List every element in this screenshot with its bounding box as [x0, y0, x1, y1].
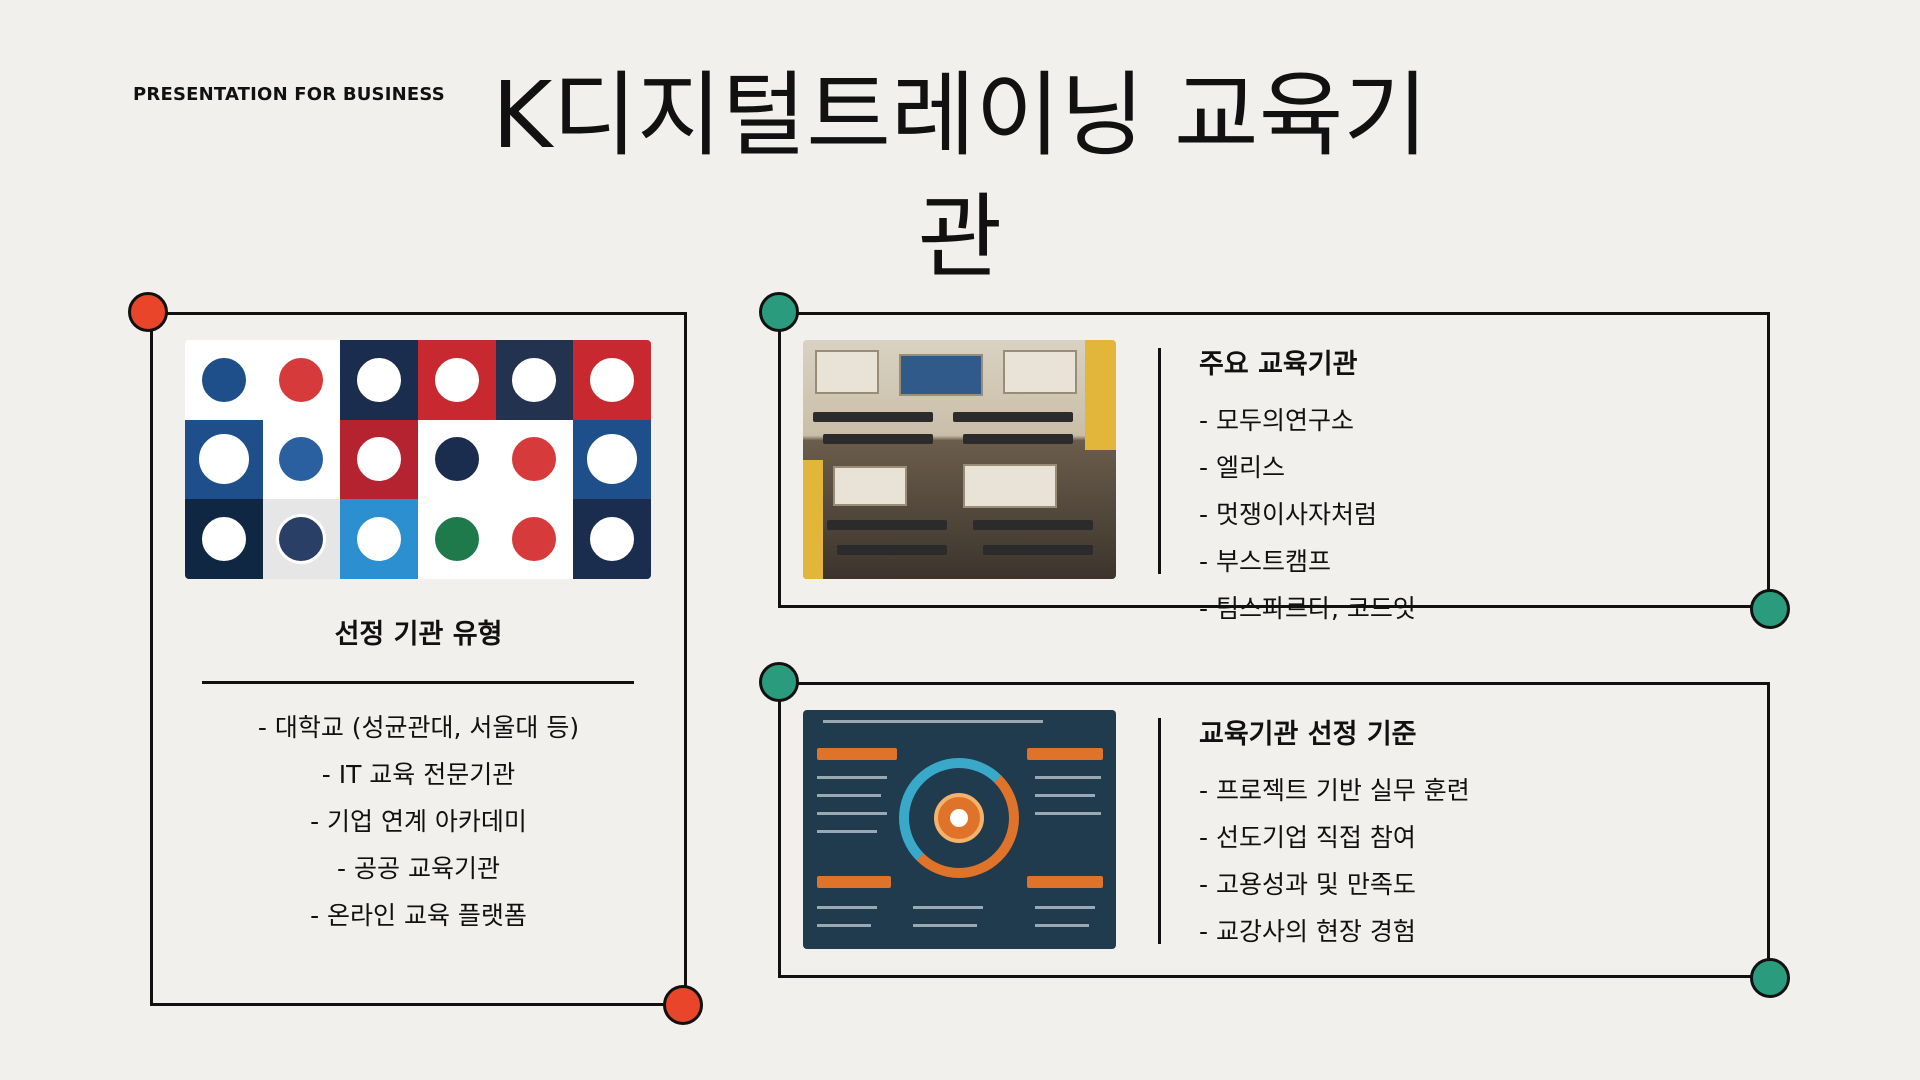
list-item: - 기업 연계 아카데미	[310, 807, 527, 836]
left-card-heading: 선정 기관 유형	[334, 619, 503, 650]
bottom-right-card-top-dot	[759, 662, 799, 702]
top-right-separator	[1158, 348, 1161, 574]
top-right-card-frame	[778, 312, 1770, 608]
list-item: - 팀스파르타, 코드잇	[1199, 594, 1416, 623]
left-card-divider	[202, 681, 634, 684]
left-card-list: - 대학교 (성균관대, 서울대 등) - IT 교육 전문기관 - 기업 연계…	[150, 704, 687, 939]
bottom-right-separator	[1158, 718, 1161, 944]
list-item: - 엘리스	[1199, 453, 1285, 482]
list-item: - 고용성과 및 만족도	[1199, 870, 1416, 899]
list-item: - 모두의연구소	[1199, 406, 1354, 435]
page-title: K디지털트레이닝 교육기관	[492, 62, 1428, 291]
list-item: - 선도기업 직접 참여	[1199, 823, 1416, 852]
classroom-image	[803, 340, 1116, 579]
list-item: - 대학교 (성균관대, 서울대 등)	[257, 713, 580, 742]
top-right-card-bottom-dot	[1750, 589, 1790, 629]
left-card-bottom-dot	[663, 985, 703, 1025]
list-item: - 부스트캠프	[1199, 547, 1331, 576]
top-right-card-heading: 주요 교육기관	[1199, 349, 1358, 380]
left-card-top-dot	[128, 292, 168, 332]
eyebrow-text: PRESENTATION FOR BUSINESS	[133, 84, 445, 105]
list-item: - IT 교육 전문기관	[321, 760, 516, 789]
bottom-right-card-frame	[778, 682, 1770, 978]
top-right-card-top-dot	[759, 292, 799, 332]
left-card-frame	[150, 312, 687, 1006]
list-item: - 공공 교육기관	[337, 854, 500, 883]
list-item: - 멋쟁이사자처럼	[1199, 500, 1377, 529]
list-item: - 프로젝트 기반 실무 훈련	[1199, 776, 1470, 805]
bottom-right-card-bottom-dot	[1750, 958, 1790, 998]
top-right-card-list: - 모두의연구소 - 엘리스 - 멋쟁이사자처럼 - 부스트캠프 - 팀스파르타…	[1199, 397, 1416, 632]
list-item: - 온라인 교육 플랫폼	[310, 901, 527, 930]
bottom-right-card-list: - 프로젝트 기반 실무 훈련 - 선도기업 직접 참여 - 고용성과 및 만족…	[1199, 767, 1470, 955]
institution-logos-image	[185, 340, 651, 579]
bottom-right-card-heading: 교육기관 선정 기준	[1199, 719, 1417, 750]
infographic-image	[803, 710, 1116, 949]
list-item: - 교강사의 현장 경험	[1199, 917, 1416, 946]
